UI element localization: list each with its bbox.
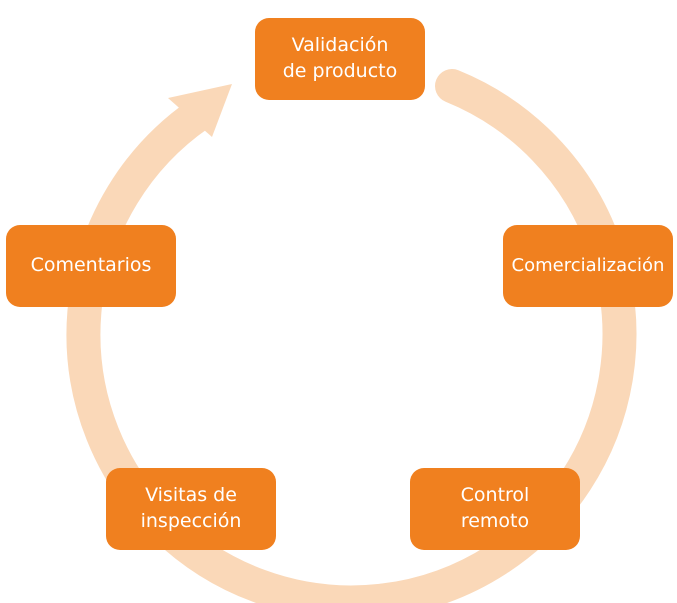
node-control-remoto[interactable]: Control remoto xyxy=(410,468,580,550)
node-comentarios[interactable]: Comentarios xyxy=(6,225,176,307)
node-validacion-de-producto[interactable]: Validación de producto xyxy=(255,18,425,100)
node-visitas-de-inspeccion[interactable]: Visitas de inspección xyxy=(106,468,276,550)
arrow-head-icon xyxy=(168,84,232,137)
node-comercializacion[interactable]: Comercialización xyxy=(503,225,673,307)
